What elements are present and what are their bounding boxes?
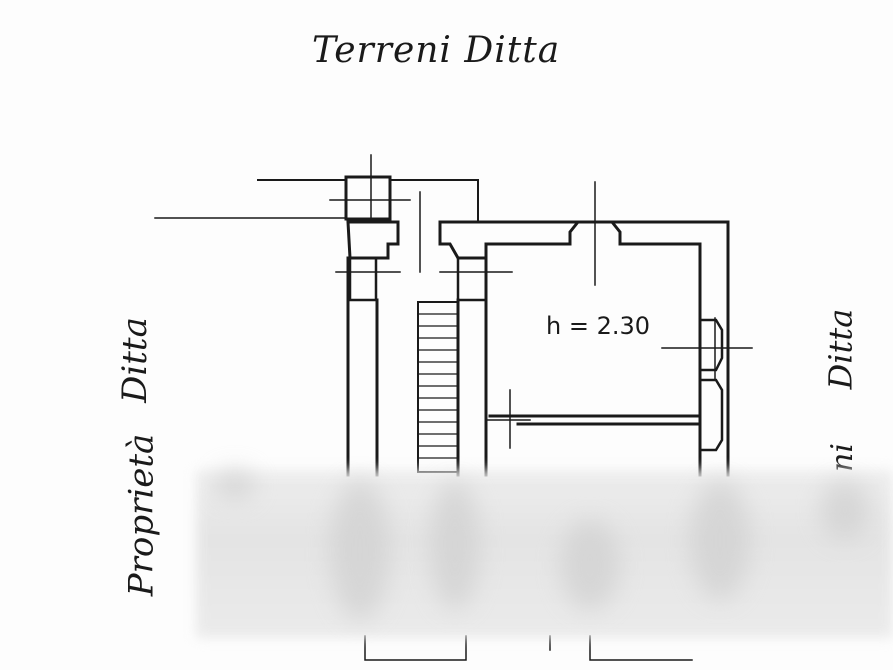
left-neighbor-owner-label: Ditta <box>114 317 155 403</box>
center-column-cap <box>456 256 488 302</box>
right-neighbor-partial-label: ni <box>824 443 860 472</box>
right-neighbor-owner-label: Ditta <box>821 308 860 390</box>
redaction-band <box>196 470 893 638</box>
redaction-smudge-1 <box>215 470 255 500</box>
upper-wall-center <box>438 220 702 260</box>
right-pilaster-1 <box>698 318 724 372</box>
redaction-smudge-4 <box>560 520 620 610</box>
room-height-label: h = 2.30 <box>546 312 651 340</box>
stair-treads <box>417 313 459 459</box>
redaction-smudge-5 <box>690 480 750 600</box>
bottom-fragment-right <box>589 635 693 661</box>
top-neighbor-label: Terreni Ditta <box>312 30 561 71</box>
bottom-fragment-left <box>364 635 467 661</box>
left-neighbor-property-label: Proprietà <box>121 433 162 597</box>
redaction-smudge-3 <box>430 480 480 610</box>
right-pilaster-2 <box>698 378 724 452</box>
redaction-smudge-2 <box>330 480 390 620</box>
upper-wall-outer <box>346 220 400 260</box>
left-column-cap <box>348 256 378 302</box>
redaction-smudge-6 <box>820 480 870 540</box>
corner-pillar <box>344 175 392 221</box>
